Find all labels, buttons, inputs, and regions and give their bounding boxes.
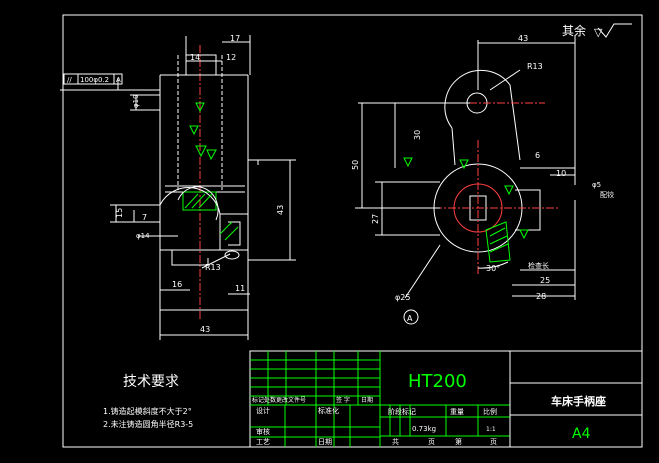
dim-30-degree: 30°	[486, 264, 500, 273]
total-label: 共	[392, 437, 399, 446]
dim-43-right: 43	[518, 34, 528, 43]
change-header: 标记处数更改文件号	[252, 396, 306, 404]
dim-7: 7	[142, 213, 147, 222]
datum-a-marker: A	[407, 314, 413, 323]
review-label: 审核	[256, 427, 270, 436]
left-view-dims: 17 14 12 // 100φ0.2 A φ10 φ14 15 7 43 R1…	[67, 34, 285, 334]
tolerance-value: 100φ0.2	[80, 76, 109, 84]
mass-value: 0.73kg	[412, 425, 436, 433]
title-block-text: HT200 车床手柄座 A4 0.73kg 1:1 阶段标记 重量 比例 标记处…	[252, 371, 606, 446]
tech-note-2: 2.未注铸造圆角半径R3-5	[103, 419, 193, 429]
dim-28: 28	[536, 292, 546, 301]
match-drill-note: 配铰	[600, 190, 614, 199]
tech-requirements: 技术要求 1.铸造起模斜度不大于2° 2.未注铸造圆角半径R3-5	[103, 374, 193, 429]
right-view	[355, 35, 576, 325]
dim-12: 12	[226, 53, 236, 62]
material-label: HT200	[408, 371, 467, 392]
paper-size: A4	[572, 426, 591, 442]
part-name: 车床手柄座	[551, 394, 606, 408]
sheet-label: 第	[455, 437, 462, 446]
page-label: 页	[428, 438, 435, 446]
dim-6: 6	[535, 151, 540, 160]
dim-25: 25	[540, 276, 550, 285]
ratio-header: 比例	[483, 407, 497, 416]
dim-phi10: φ10	[132, 94, 140, 108]
sign-header: 签 字	[336, 396, 350, 404]
dim-10: 10	[556, 169, 566, 178]
right-view-dims: 43 R13 30 50 27 6 10 φ5 配铰 25 28 30° 检查长…	[351, 34, 614, 323]
tech-title: 技术要求	[123, 374, 179, 390]
dim-phi25: φ25	[395, 293, 410, 302]
date-label: 日期	[318, 438, 332, 446]
stage-mark-header: 阶段标记	[388, 407, 416, 416]
tech-note-1: 1.铸造起模斜度不大于2°	[103, 406, 192, 416]
dim-50: 50	[351, 160, 360, 170]
roughness-note-text: 其余	[562, 23, 586, 38]
dim-43-horizontal: 43	[200, 325, 210, 334]
dim-11: 11	[235, 284, 245, 293]
title-block	[249, 350, 643, 448]
roughness-symbol-icon: ▽	[594, 26, 603, 39]
scale-value: 1:1	[486, 426, 496, 433]
process-label: 工艺	[256, 438, 270, 446]
design-label: 设计	[256, 406, 270, 415]
dim-27: 27	[371, 214, 380, 224]
dim-phi14: φ14	[136, 232, 150, 240]
check-length-note: 检查长	[528, 261, 549, 270]
dim-17: 17	[230, 34, 240, 43]
dim-15: 15	[115, 208, 124, 218]
page2-label: 页	[490, 438, 497, 446]
left-view	[60, 35, 296, 340]
dim-43-vertical: 43	[276, 205, 285, 215]
tolerance-datum: A	[116, 76, 121, 84]
dim-30: 30	[413, 130, 422, 140]
weight-header: 重量	[450, 408, 464, 416]
dim-r13-left: R13	[205, 263, 221, 272]
date-header: 日期	[361, 396, 373, 404]
roughness-note: 其余 ▽	[562, 23, 632, 39]
dim-16: 16	[172, 280, 182, 289]
dim-14: 14	[190, 53, 200, 62]
standardize-label: 标准化	[318, 406, 339, 415]
dim-r13-right: R13	[527, 62, 543, 71]
dim-phi5: φ5	[592, 181, 601, 189]
tolerance-symbol: //	[67, 76, 72, 84]
